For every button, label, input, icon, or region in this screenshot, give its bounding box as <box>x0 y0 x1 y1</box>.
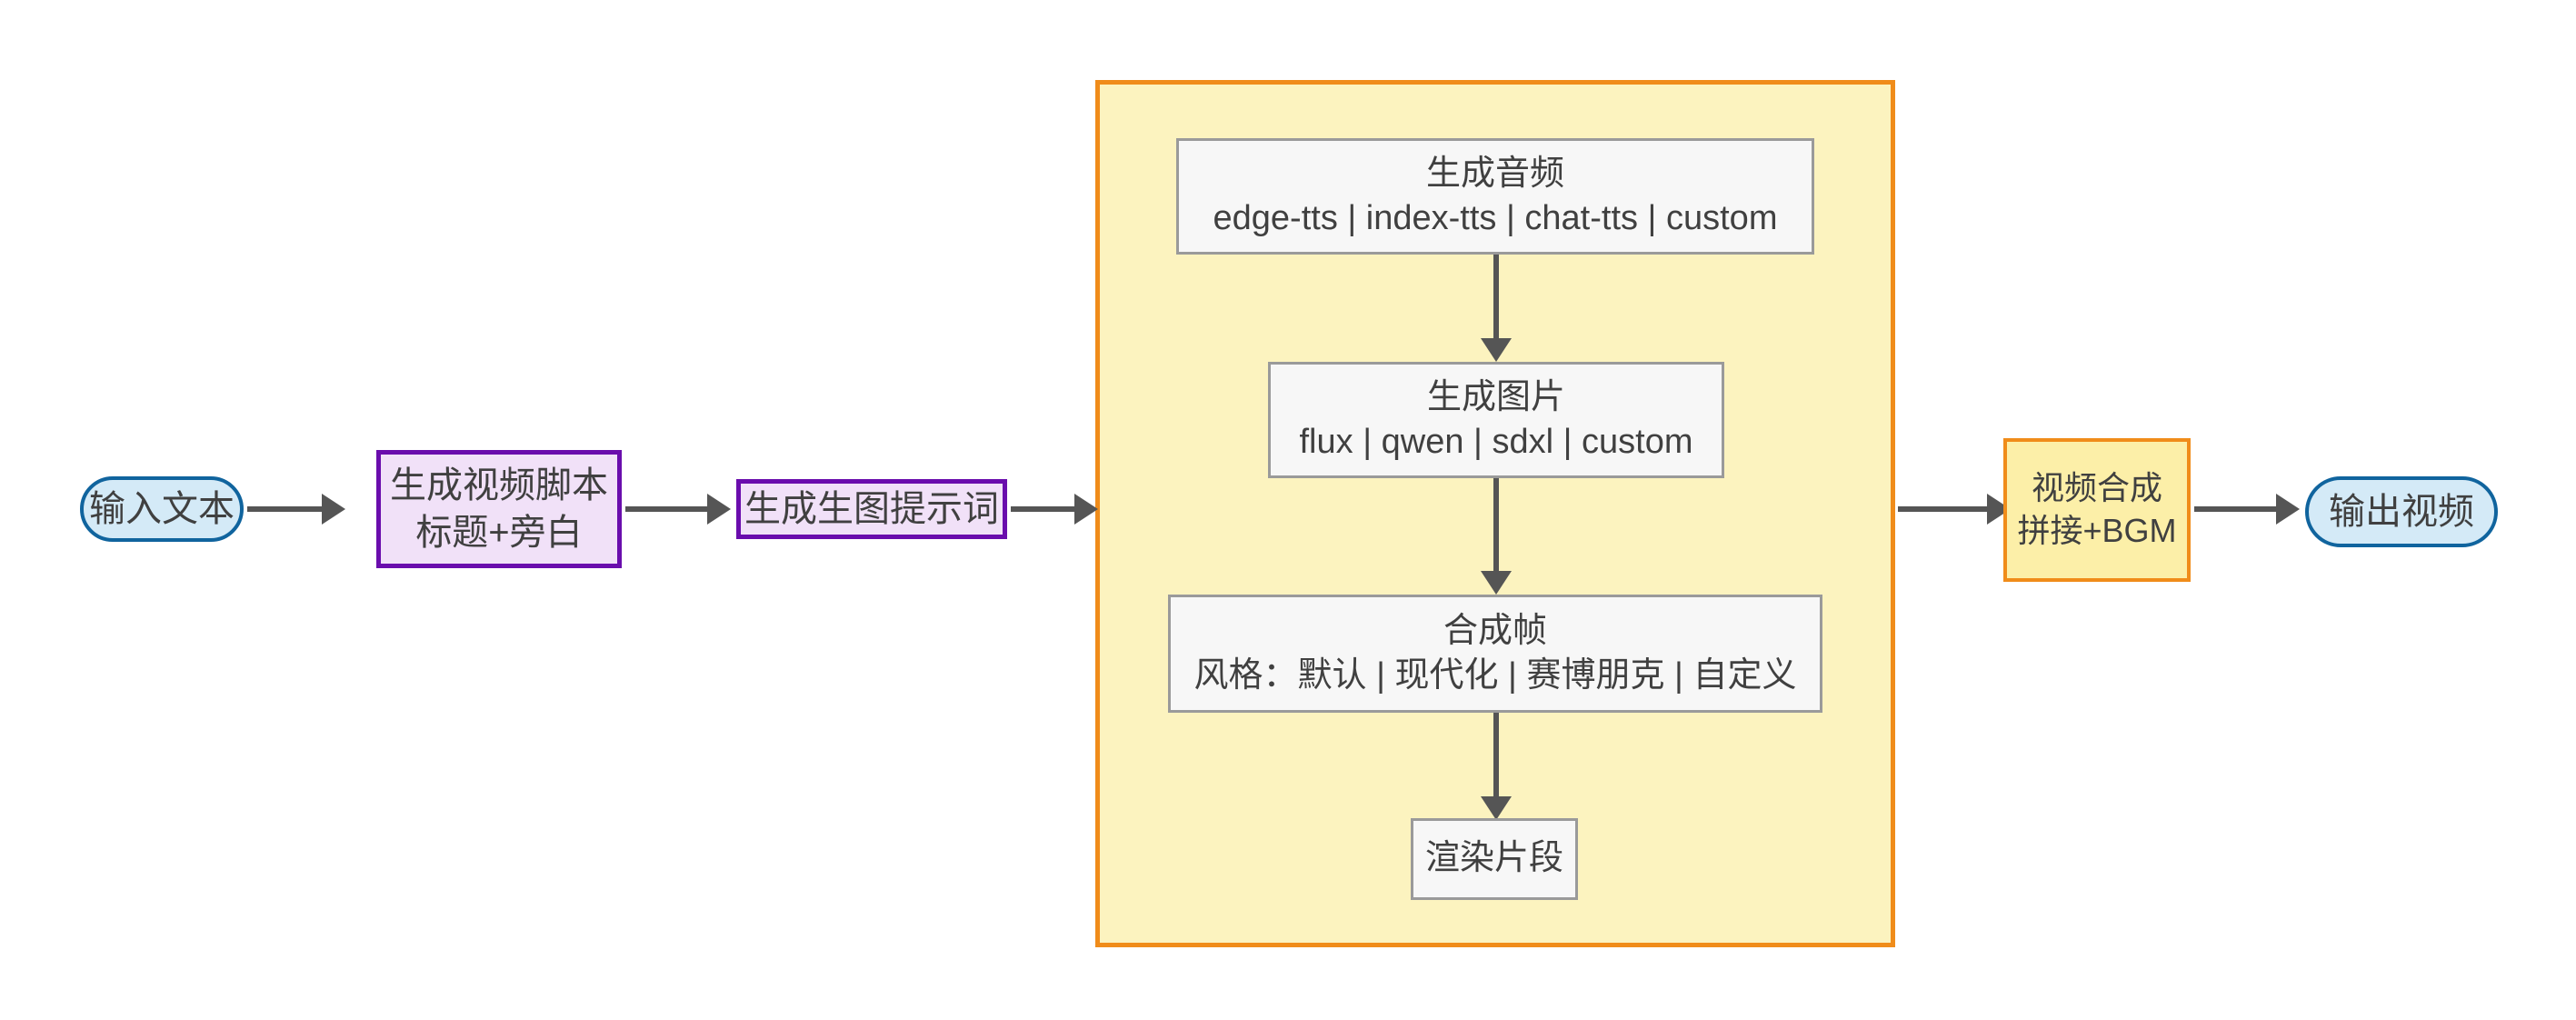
node-video-merge-line2: 拼接+BGM <box>2017 512 2177 549</box>
node-video-merge-line1: 视频合成 <box>2031 469 2162 507</box>
node-image-generation-line2: flux | qwen | sdxl | custom <box>1299 423 1693 461</box>
node-script-generation-line2: 标题+旁白 <box>415 513 583 553</box>
node-output-video[interactable]: 输出视频 <box>2305 476 2498 547</box>
node-script-generation-line1: 生成视频脚本 <box>390 465 608 505</box>
node-output-video-label: 输出视频 <box>2329 492 2474 532</box>
node-audio-generation-line2: edge-tts | index-tts | chat-tts | custom <box>1213 199 1778 237</box>
node-frame-compose-line2: 风格：默认 | 现代化 | 赛博朋克 | 自定义 <box>1193 656 1797 695</box>
edge-prompt-to-pipeline <box>1011 493 1098 525</box>
node-frame-compose-line1: 合成帧 <box>1443 611 1547 650</box>
node-prompt-generation[interactable]: 生成生图提示词 <box>736 479 1007 539</box>
edge-pipeline-to-merge <box>1898 493 2011 525</box>
node-input-text[interactable]: 输入文本 <box>80 476 244 542</box>
node-audio-generation-line1: 生成音频 <box>1425 154 1564 193</box>
node-input-text-label: 输入文本 <box>89 489 235 529</box>
node-video-merge[interactable]: 视频合成 拼接+BGM <box>2003 438 2191 582</box>
edge-frame-to-render <box>1480 713 1513 820</box>
node-render-clip[interactable]: 渲染片段 <box>1411 818 1578 900</box>
node-render-clip-label: 渲染片段 <box>1424 839 1563 878</box>
node-image-generation[interactable]: 生成图片 flux | qwen | sdxl | custom <box>1268 362 1724 478</box>
node-audio-generation[interactable]: 生成音频 edge-tts | index-tts | chat-tts | c… <box>1176 138 1814 255</box>
node-script-generation[interactable]: 生成视频脚本 标题+旁白 <box>376 450 622 568</box>
edge-merge-to-output <box>2194 493 2300 525</box>
edge-script-to-prompt <box>625 493 733 525</box>
node-frame-compose[interactable]: 合成帧 风格：默认 | 现代化 | 赛博朋克 | 自定义 <box>1168 595 1822 713</box>
edge-input-to-script <box>247 493 345 525</box>
edge-image-to-frame <box>1480 478 1513 595</box>
edge-audio-to-image <box>1480 255 1513 362</box>
node-image-generation-line1: 生成图片 <box>1426 377 1565 416</box>
node-prompt-generation-label: 生成生图提示词 <box>744 489 999 529</box>
